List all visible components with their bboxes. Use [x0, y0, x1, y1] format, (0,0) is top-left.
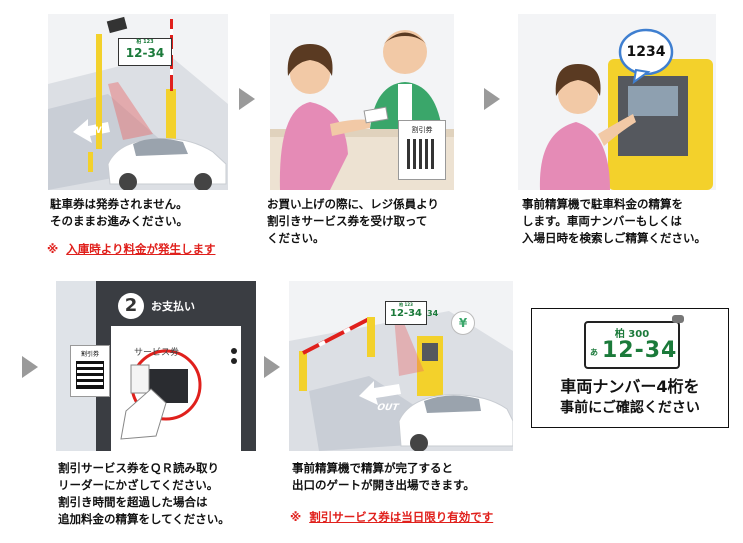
- yen-icon: ¥: [451, 311, 475, 335]
- step-arrow-icon: [239, 88, 255, 110]
- floor-label: OUT: [375, 403, 400, 413]
- step3-illustration: 1234: [518, 14, 716, 190]
- exit-scene: [289, 311, 513, 451]
- qr-code-icon: [76, 361, 104, 389]
- step-arrow-icon: [264, 356, 280, 378]
- step1-illustration: 柏 123 12-34 IN: [48, 14, 228, 190]
- step5-text: 事前精算機で精算が完了すると 出口のゲートが開き出場できます。: [292, 461, 475, 492]
- plate-check-notice: 柏 300 あ 12-34 車両ナンバー4桁を 事前にご確認ください: [531, 308, 729, 428]
- license-plate: 柏 123 12-34: [385, 301, 427, 325]
- step2-text: お買い上げの際に、レジ係員より 割引きサービス券を受け取って ください。: [267, 197, 439, 245]
- step-arrow-icon: [22, 356, 38, 378]
- step-number-badge: 2: [118, 293, 144, 319]
- step5-illustration: 柏 123 12-34 34 ¥ OUT: [289, 281, 513, 451]
- cashier-scene: [270, 30, 454, 190]
- plate-lamp-icon: [672, 315, 684, 323]
- floor-arrow-icon: [359, 381, 401, 405]
- license-plate: 柏 300 あ 12-34: [584, 321, 680, 369]
- step5-warning: ※ 割引サービス券は当日限り有効です: [290, 510, 494, 524]
- step3-text: 事前精算機で駐車料金の精算を します。車両ナンバーもしくは 入場日時を検索しご精…: [522, 197, 706, 245]
- coupon-card: 割引券: [70, 345, 110, 397]
- step4-text: 割引サービス券をＱＲ読み取り リーダーにかざしてください。 割引き時間を超過した…: [58, 461, 230, 526]
- notice-line1: 車両ナンバー4桁を: [560, 377, 700, 396]
- step1-text: 駐車券は発券されません。 そのままお進みください。: [50, 197, 188, 228]
- coupon-card: 割引券: [398, 120, 446, 180]
- step1-warning: ※ 入庫時より料金が発生します: [47, 242, 216, 256]
- notice-line2: 事前にご確認ください: [560, 400, 700, 416]
- reader-label: サービス券: [134, 348, 180, 358]
- qr-code-icon: [407, 139, 437, 169]
- speech-bubble-number: 1234: [626, 44, 666, 60]
- step4-illustration: 2 お支払い サービス券 割引券: [56, 281, 256, 451]
- payment-machine-scene: [539, 28, 713, 190]
- step-arrow-icon: [484, 88, 500, 110]
- customer-face: [290, 54, 330, 94]
- license-plate: 柏 123 12-34: [118, 38, 172, 66]
- plate-side-number: 34: [427, 309, 439, 318]
- entrance-scene: [48, 16, 228, 190]
- step2-illustration: 割引券: [270, 14, 454, 190]
- step-title: お支払い: [151, 300, 195, 313]
- staff-face: [383, 30, 427, 74]
